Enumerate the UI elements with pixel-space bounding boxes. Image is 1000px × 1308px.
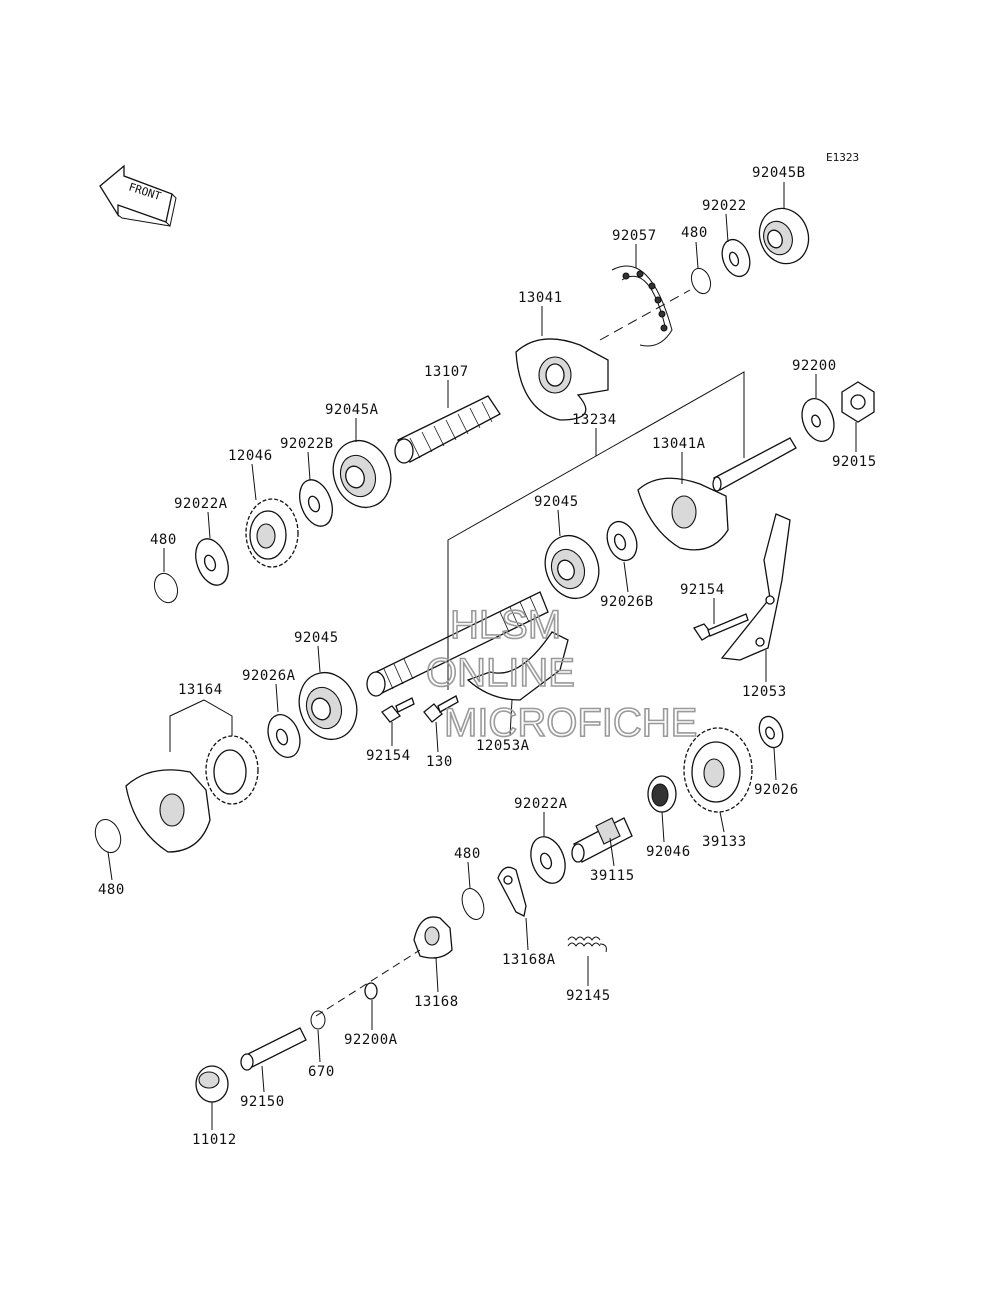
shaft-39115 [571, 817, 633, 863]
label-13164: 13164 [178, 682, 223, 698]
label-480-top: 480 [681, 225, 708, 241]
bearing-92045A [332, 439, 392, 509]
chain-92057 [611, 265, 673, 347]
part-13041 [515, 338, 609, 421]
cap-11012 [195, 1065, 229, 1103]
label-480-left: 480 [150, 532, 177, 548]
washer-92022A-low [530, 836, 566, 884]
circlip-480-low [461, 888, 485, 920]
watermark-line-2: ONLINE [426, 651, 575, 695]
label-39133: 39133 [702, 834, 747, 850]
needle-bearing-92046 [647, 775, 677, 813]
axis-line-lower [315, 949, 421, 1017]
label-92022A-low: 92022A [514, 796, 568, 812]
label-13168A: 13168A [502, 952, 556, 968]
label-92057: 92057 [612, 228, 657, 244]
label-92200: 92200 [792, 358, 837, 374]
axis-line-upper [599, 289, 691, 341]
label-12053: 12053 [742, 684, 787, 700]
circlip-480-top [690, 267, 712, 295]
sleeve-13107 [394, 395, 501, 464]
label-480-bottomleft: 480 [98, 882, 125, 898]
watermark-line-1: HLSM [450, 603, 561, 647]
label-92154-right: 92154 [680, 582, 725, 598]
lever-13168 [413, 916, 453, 959]
guide-12053A [466, 631, 569, 701]
circlip-480-left [153, 572, 179, 604]
bearing-92045-left [298, 671, 358, 741]
leader-lines [107, 182, 857, 1130]
bracket-12053 [720, 513, 791, 661]
label-130: 130 [426, 754, 453, 770]
part-labels: 92045B 92022 480 92057 13041 13107 92045… [98, 165, 877, 1148]
label-92150: 92150 [240, 1094, 285, 1110]
sprocket-12046 [245, 498, 299, 568]
watermark-line-3: MICROFICHE [444, 701, 697, 745]
label-92045B: 92045B [752, 165, 806, 181]
label-13041A: 13041A [652, 436, 706, 452]
label-13168: 13168 [414, 994, 459, 1010]
washer-92022A-top [195, 538, 229, 586]
label-92045A: 92045A [325, 402, 379, 418]
label-13107: 13107 [424, 364, 469, 380]
front-arrow-icon: FRONT [99, 164, 177, 228]
label-92045-mid: 92045 [534, 494, 579, 510]
label-92015: 92015 [832, 454, 877, 470]
label-12053A: 12053A [476, 738, 530, 754]
diagram-code: E1323 [826, 151, 859, 164]
label-92022B: 92022B [280, 436, 334, 452]
watermark: HLSM ONLINE MICROFICHE [425, 602, 698, 746]
bolt-130 [423, 695, 459, 723]
label-12046: 12046 [228, 448, 273, 464]
label-13234: 13234 [572, 412, 617, 428]
spring-92145 [567, 936, 607, 953]
bearing-92045B [758, 207, 810, 265]
label-92026A: 92026A [242, 668, 296, 684]
arm-13168A [497, 866, 527, 917]
oring-670 [310, 1010, 326, 1030]
bolt-92154-right [693, 613, 749, 641]
label-92022: 92022 [702, 198, 747, 214]
label-92026B: 92026B [600, 594, 654, 610]
washer-92026A [267, 714, 301, 758]
label-670: 670 [308, 1064, 335, 1080]
washer-92026B [606, 520, 638, 562]
bolt-92150 [240, 1027, 307, 1071]
assembly-13164 [125, 735, 259, 853]
shaft-pin [712, 437, 797, 492]
washer-92022 [721, 238, 751, 278]
label-92045-left: 92045 [294, 630, 339, 646]
shaft-13234 [366, 591, 549, 697]
washer-92026 [758, 715, 784, 749]
part-13041A [637, 477, 729, 551]
washer-92200 [801, 398, 835, 442]
washer-92022B [299, 479, 333, 527]
circlip-480-bottomleft [94, 819, 122, 853]
washer-92200A [364, 982, 378, 1000]
bearing-92045-mid [544, 534, 600, 600]
label-92154-mid: 92154 [366, 748, 411, 764]
label-92026: 92026 [754, 782, 799, 798]
label-11012: 11012 [192, 1132, 237, 1148]
label-480-low: 480 [454, 846, 481, 862]
label-92022A-top: 92022A [174, 496, 228, 512]
label-13041: 13041 [518, 290, 563, 306]
gear-39133 [683, 727, 753, 813]
label-39115: 39115 [590, 868, 635, 884]
label-92145: 92145 [566, 988, 611, 1004]
label-92046: 92046 [646, 844, 691, 860]
bolt-92154-mid [381, 697, 415, 723]
label-92200A: 92200A [344, 1032, 398, 1048]
